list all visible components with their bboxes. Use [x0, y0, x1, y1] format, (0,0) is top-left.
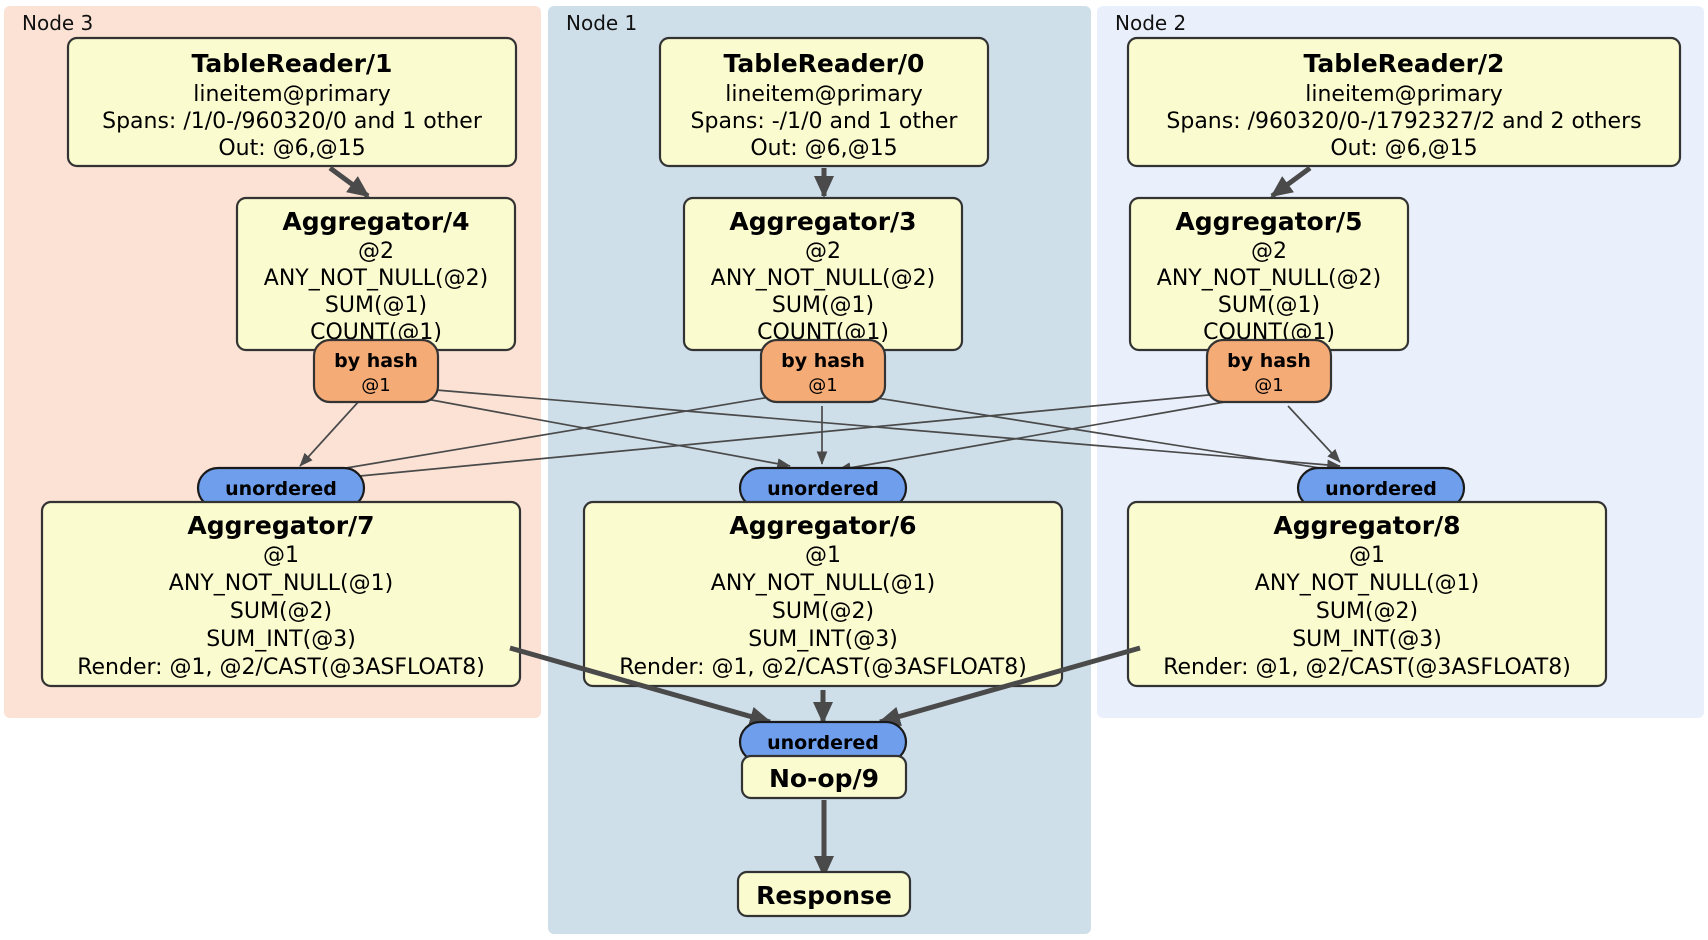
router-hash-right-title: by hash: [1227, 350, 1311, 372]
router-hash-mid-title: by hash: [781, 350, 865, 372]
edge-hashright-to-unordered-left: [317, 391, 1241, 485]
router-hash-left-title: by hash: [334, 350, 418, 372]
aggregator-7-line-2: SUM(@2): [230, 599, 332, 624]
tablereader-0-title: TableReader/0: [724, 49, 925, 78]
response-title: Response: [756, 881, 892, 910]
aggregator-6-line-2: SUM(@2): [772, 599, 874, 624]
aggregator-3-line-1: ANY_NOT_NULL(@2): [711, 266, 935, 291]
aggregator-8-line-3: SUM_INT(@3): [1292, 627, 1442, 652]
router-unordered-final[interactable]: unordered: [738, 720, 908, 764]
box-tablereader-1[interactable]: TableReader/1 lineitem@primary Spans: /1…: [66, 36, 518, 168]
aggregator-8-line-2: SUM(@2): [1316, 599, 1418, 624]
tablereader-1-line-1: Spans: /1/0-/960320/0 and 1 other: [102, 109, 483, 134]
aggregator-3-line-2: SUM(@1): [772, 293, 874, 318]
tablereader-0-line-1: Spans: -/1/0 and 1 other: [691, 109, 959, 134]
tablereader-2-line-1: Spans: /960320/0-/1792327/2 and 2 others: [1166, 109, 1641, 134]
edge-tablereader1-to-aggregator4: [328, 165, 370, 199]
aggregator-4-line-0: @2: [358, 239, 394, 264]
edge-hashmid-to-unordered-left: [309, 391, 801, 478]
edge-aggregator8-to-final-router: [878, 645, 1141, 727]
edge-hashmid-to-unordered-right: [857, 394, 1346, 476]
aggregator-8-title: Aggregator/8: [1273, 511, 1460, 540]
tablereader-1-title: TableReader/1: [192, 49, 393, 78]
panel-node2-label: Node 2: [1115, 11, 1186, 35]
router-hash-left[interactable]: by hash @1: [312, 338, 440, 404]
box-aggregator-7[interactable]: Aggregator/7 @1 ANY_NOT_NULL(@1) SUM(@2)…: [40, 500, 522, 688]
router-unordered-final-label: unordered: [767, 732, 879, 754]
edge-aggregator7-to-final-router: [509, 645, 772, 727]
aggregator-6-line-1: ANY_NOT_NULL(@1): [711, 571, 935, 596]
aggregator-5-line-1: ANY_NOT_NULL(@2): [1157, 266, 1381, 291]
noop-9-title: No-op/9: [769, 764, 879, 793]
aggregator-3-line-0: @2: [805, 239, 841, 264]
aggregator-3-title: Aggregator/3: [729, 207, 916, 236]
aggregator-4-line-2: SUM(@1): [325, 293, 427, 318]
router-hash-left-sub: @1: [361, 375, 390, 396]
router-hash-right-sub: @1: [1254, 375, 1283, 396]
aggregator-8-line-0: @1: [1349, 543, 1385, 568]
aggregator-7-line-1: ANY_NOT_NULL(@1): [169, 571, 393, 596]
box-tablereader-0[interactable]: TableReader/0 lineitem@primary Spans: -/…: [658, 36, 990, 168]
aggregator-6-line-4: Render: @1, @2/CAST(@3ASFLOAT8): [619, 655, 1027, 680]
tablereader-2-title: TableReader/2: [1304, 49, 1505, 78]
edge-hashleft-to-unordered-mid: [409, 395, 791, 470]
aggregator-8-line-1: ANY_NOT_NULL(@1): [1255, 571, 1479, 596]
router-unordered-right-label: unordered: [1325, 478, 1437, 500]
edge-hashright-to-unordered-right: [1287, 405, 1341, 463]
router-hash-mid-sub: @1: [808, 375, 837, 396]
router-hash-mid[interactable]: by hash @1: [759, 338, 887, 404]
aggregator-4-title: Aggregator/4: [282, 207, 469, 236]
aggregator-5-title: Aggregator/5: [1175, 207, 1362, 236]
router-unordered-mid-label: unordered: [767, 478, 879, 500]
aggregator-7-line-3: SUM_INT(@3): [206, 627, 356, 652]
router-unordered-left-label: unordered: [225, 478, 337, 500]
aggregator-6-title: Aggregator/6: [729, 511, 916, 540]
box-aggregator-6[interactable]: Aggregator/6 @1 ANY_NOT_NULL(@1) SUM(@2)…: [582, 500, 1064, 688]
tablereader-1-line-0: lineitem@primary: [193, 82, 391, 107]
router-unordered-mid[interactable]: unordered: [738, 466, 908, 510]
panel-node1-label: Node 1: [566, 11, 637, 35]
aggregator-5-line-2: SUM(@1): [1218, 293, 1320, 318]
box-aggregator-8[interactable]: Aggregator/8 @1 ANY_NOT_NULL(@1) SUM(@2)…: [1126, 500, 1608, 688]
aggregator-5-line-0: @2: [1251, 239, 1287, 264]
box-aggregator-4[interactable]: Aggregator/4 @2 ANY_NOT_NULL(@2) SUM(@1)…: [235, 196, 517, 352]
box-aggregator-5[interactable]: Aggregator/5 @2 ANY_NOT_NULL(@2) SUM(@1)…: [1128, 196, 1410, 352]
tablereader-2-line-0: lineitem@primary: [1305, 82, 1503, 107]
box-aggregator-3[interactable]: Aggregator/3 @2 ANY_NOT_NULL(@2) SUM(@1)…: [682, 196, 964, 352]
tablereader-1-line-2: Out: @6,@15: [218, 136, 365, 161]
aggregator-8-line-4: Render: @1, @2/CAST(@3ASFLOAT8): [1163, 655, 1571, 680]
box-response[interactable]: Response: [736, 870, 912, 918]
edge-tablereader2-to-aggregator5: [1270, 165, 1312, 199]
aggregator-7-line-4: Render: @1, @2/CAST(@3ASFLOAT8): [77, 655, 485, 680]
edge-hashright-to-unordered-mid: [837, 399, 1237, 474]
aggregator-4-line-1: ANY_NOT_NULL(@2): [264, 266, 488, 291]
router-unordered-right[interactable]: unordered: [1296, 466, 1466, 510]
aggregator-6-line-0: @1: [805, 543, 841, 568]
box-noop-9[interactable]: No-op/9: [740, 754, 908, 800]
panel-node3-label: Node 3: [22, 11, 93, 35]
tablereader-0-line-2: Out: @6,@15: [750, 136, 897, 161]
edge-hashleft-to-unordered-left: [299, 399, 361, 467]
aggregator-7-title: Aggregator/7: [187, 511, 374, 540]
router-hash-right[interactable]: by hash @1: [1205, 338, 1333, 404]
crossbar-edges: [299, 387, 1346, 485]
aggregator-7-line-0: @1: [263, 543, 299, 568]
aggregator-6-line-3: SUM_INT(@3): [748, 627, 898, 652]
box-tablereader-2[interactable]: TableReader/2 lineitem@primary Spans: /9…: [1126, 36, 1682, 168]
tablereader-2-line-2: Out: @6,@15: [1330, 136, 1477, 161]
tablereader-0-line-0: lineitem@primary: [725, 82, 923, 107]
